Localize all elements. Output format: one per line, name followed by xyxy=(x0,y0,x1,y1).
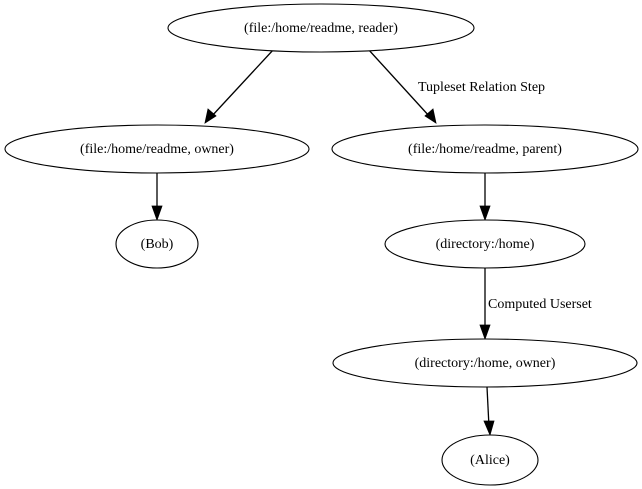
edge-reader-to-owner xyxy=(204,48,275,124)
edge-directory-to-directory-owner: Computed Userset xyxy=(479,268,592,341)
node-label: (directory:/home, owner) xyxy=(415,356,556,371)
node-shape[interactable] xyxy=(331,124,639,174)
arrowhead-icon xyxy=(479,205,491,222)
arrowhead-icon xyxy=(483,420,495,437)
node-directory-home-owner[interactable]: (directory:/home, owner) xyxy=(332,338,638,388)
node-label: (Alice) xyxy=(470,453,510,468)
node-directory-home[interactable]: (directory:/home) xyxy=(384,219,586,269)
node-shape[interactable] xyxy=(384,219,586,269)
node-bob[interactable]: (Bob) xyxy=(115,219,199,269)
node-label: (file:/home/readme, owner) xyxy=(80,142,234,157)
arrowhead-icon xyxy=(204,108,217,124)
arrowhead-icon xyxy=(424,108,437,124)
arrowhead-icon xyxy=(151,205,163,222)
edge-owner-to-bob xyxy=(151,173,163,222)
node-file-readme-parent[interactable]: (file:/home/readme, parent) xyxy=(331,124,639,174)
node-file-readme-owner[interactable]: (file:/home/readme, owner) xyxy=(4,124,310,174)
node-shape[interactable] xyxy=(332,338,638,388)
node-alice[interactable]: (Alice) xyxy=(441,434,539,486)
node-shape[interactable] xyxy=(441,434,539,486)
node-shape[interactable] xyxy=(115,219,199,269)
edge-line xyxy=(367,48,431,118)
arrowhead-icon xyxy=(479,324,491,341)
edge-directory-owner-to-alice xyxy=(483,386,495,437)
node-file-readme-reader[interactable]: (file:/home/readme, reader) xyxy=(167,3,475,53)
node-label: (Bob) xyxy=(141,237,174,252)
edge-line xyxy=(486,386,490,428)
edge-line xyxy=(210,48,275,118)
node-label: (file:/home/readme, parent) xyxy=(408,142,562,157)
edge-label-computed-userset: Computed Userset xyxy=(488,297,592,312)
edge-reader-to-parent: Tupleset Relation Step xyxy=(367,48,545,124)
node-shape[interactable] xyxy=(167,3,475,53)
node-label: (file:/home/readme, reader) xyxy=(244,21,398,36)
node-shape[interactable] xyxy=(4,124,310,174)
node-label: (directory:/home) xyxy=(436,237,535,252)
edge-label-tupleset-relation-step: Tupleset Relation Step xyxy=(418,80,545,95)
edge-parent-to-directory xyxy=(479,173,491,222)
